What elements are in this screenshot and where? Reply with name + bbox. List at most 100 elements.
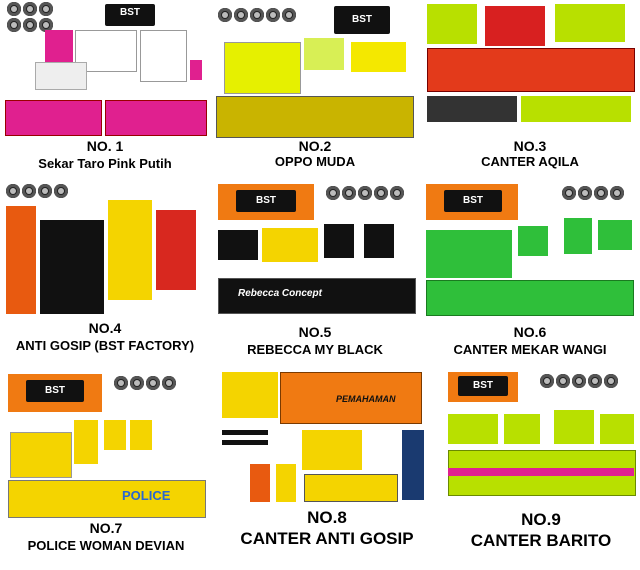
panel — [140, 30, 187, 82]
tire-icon — [7, 18, 21, 32]
cargo-side-left — [5, 100, 102, 136]
tire-icon — [38, 184, 52, 198]
tire-icon — [39, 2, 53, 16]
tire-icon — [234, 8, 248, 22]
skin-card-5[interactable]: BST Rebecca Concept NO.5 REBECCA MY BLAC… — [212, 178, 418, 360]
panel — [402, 430, 424, 500]
skin-number: NO.5 — [298, 324, 332, 340]
panel — [555, 4, 625, 42]
tire-icon — [39, 18, 53, 32]
skin-name: POLICE WOMAN DEVIAN — [27, 538, 185, 553]
cargo-side — [280, 372, 422, 424]
cargo-side — [426, 280, 634, 316]
skin-preview-3 — [425, 0, 637, 138]
skin-number: NO. 1 — [86, 138, 124, 154]
panel — [156, 210, 196, 290]
skin-name: Sekar Taro Pink Putih — [38, 156, 172, 171]
cargo-text: PEMAHAMAN — [336, 394, 396, 404]
tire-icon — [572, 374, 586, 388]
cab-front — [426, 230, 512, 278]
panel — [75, 30, 137, 72]
floor-panel — [521, 96, 631, 122]
tire-icon — [326, 186, 340, 200]
skin-number: NO.6 — [513, 324, 547, 340]
bst-logo: BST — [458, 376, 508, 396]
tire-icon — [23, 18, 37, 32]
tire-icon — [6, 184, 20, 198]
tire-icon — [54, 184, 68, 198]
cab-panel — [224, 42, 301, 94]
tire-icon — [610, 186, 624, 200]
floor-panel — [427, 96, 517, 122]
skin-name: REBECCA MY BLACK — [247, 342, 383, 357]
cab-front — [222, 372, 278, 418]
tire-icon — [358, 186, 372, 200]
cargo-side — [216, 96, 414, 138]
panel — [564, 218, 592, 254]
tire-icon — [250, 8, 264, 22]
skin-card-1[interactable]: BST NO. 1 Sekar Taro Pink Putih — [0, 0, 210, 175]
cargo-side — [427, 48, 635, 92]
panel — [324, 224, 354, 258]
panel — [598, 220, 632, 250]
tire-icon — [130, 376, 144, 390]
cargo-side — [8, 480, 206, 518]
tire-icon — [562, 186, 576, 200]
skin-card-4[interactable]: NO.4 ANTI GOSIP (BST FACTORY) — [0, 178, 210, 360]
panel — [104, 420, 126, 450]
panel — [276, 464, 296, 502]
tire-icon — [556, 374, 570, 388]
tire-icon — [218, 8, 232, 22]
cab-front — [10, 432, 72, 478]
skin-card-2[interactable]: BST NO.2 OPPO MUDA — [212, 0, 418, 175]
skin-card-6[interactable]: BST NO.6 CANTER MEKAR WANGI — [420, 178, 640, 360]
bst-logo: BST — [236, 190, 296, 212]
skin-card-7[interactable]: BST POLICE NO.7 POLICE WOMAN DEVIAN — [0, 368, 212, 568]
skin-preview-4 — [4, 180, 204, 316]
skin-number: NO.8 — [307, 508, 347, 527]
skin-preview-5: BST Rebecca Concept — [214, 180, 416, 316]
cab-panel — [427, 4, 477, 44]
panel — [554, 410, 594, 444]
skin-number: NO.2 — [298, 138, 332, 154]
side-strip — [250, 464, 270, 502]
cargo-side — [6, 206, 36, 314]
skin-card-8[interactable]: PEMAHAMAN NO.8 CANTER ANTI GOSIP — [214, 368, 440, 568]
tire-icon — [146, 376, 160, 390]
stripe — [222, 440, 268, 445]
skin-name: CANTER AQILA — [481, 154, 579, 169]
skin-card-9[interactable]: BST NO.9 CANTER BARITO — [442, 368, 640, 568]
panel — [74, 420, 98, 464]
skin-name: OPPO MUDA — [274, 154, 356, 169]
tire-icon — [342, 186, 356, 200]
bst-logo: BST — [105, 4, 155, 26]
cargo-side — [304, 474, 398, 502]
skin-preview-7: BST POLICE — [4, 370, 208, 518]
skin-preview-1: BST — [5, 0, 210, 138]
tire-icon — [114, 376, 128, 390]
panel — [40, 220, 104, 314]
skin-name: ANTI GOSIP (BST FACTORY) — [15, 338, 195, 353]
skin-name: CANTER MEKAR WANGI — [453, 342, 607, 357]
tire-icon — [23, 2, 37, 16]
cargo-side-right — [105, 100, 207, 136]
skin-card-3[interactable]: NO.3 CANTER AQILA — [420, 0, 640, 175]
skin-number: NO.3 — [513, 138, 547, 154]
panel — [302, 430, 362, 470]
bst-logo: BST — [26, 380, 84, 402]
skin-preview-6: BST — [422, 180, 638, 316]
skin-preview-8: PEMAHAMAN — [216, 368, 438, 504]
tire-icon — [22, 184, 36, 198]
cargo-stripe — [448, 468, 634, 476]
tire-icon — [578, 186, 592, 200]
skin-number: NO.7 — [89, 520, 123, 536]
tire-icon — [374, 186, 388, 200]
panel — [448, 414, 498, 444]
cab-panel — [218, 230, 258, 260]
cab-front — [35, 62, 87, 90]
tire-icon — [162, 376, 176, 390]
panel — [304, 38, 344, 70]
tire-icon — [604, 374, 618, 388]
cab-front — [485, 6, 545, 46]
panel — [108, 200, 152, 300]
